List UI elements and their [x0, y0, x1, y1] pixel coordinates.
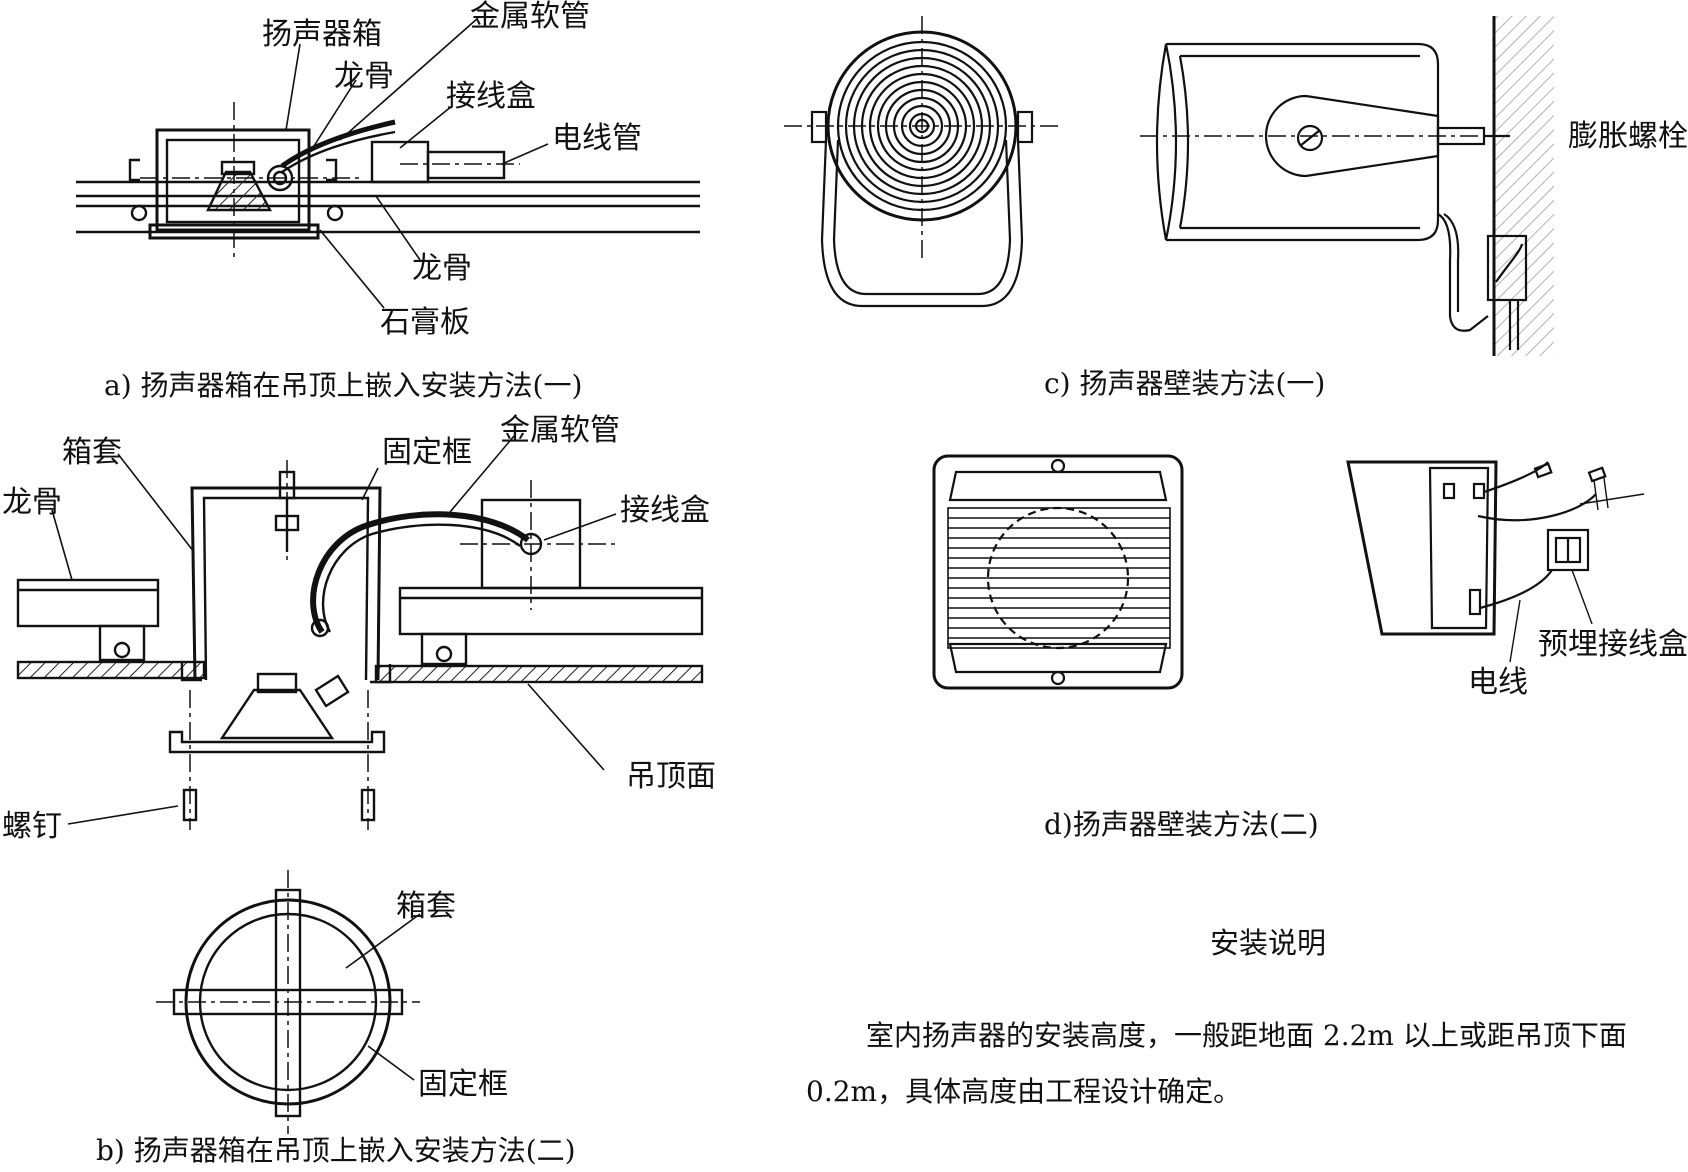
label-junction-box-b: 接线盒 [620, 493, 710, 528]
label-box-sleeve: 箱套 [62, 435, 122, 470]
label-speaker-box: 扬声器箱 [262, 17, 382, 52]
label-keel-top: 龙骨 [334, 59, 394, 94]
figure-b-plan-labels: 箱套 固定框 b) 扬声器箱在吊顶上嵌入安装方法(二) [96, 889, 576, 1167]
label-plan-box-sleeve: 箱套 [396, 889, 456, 924]
label-wire: 电线 [1468, 665, 1528, 700]
label-conduit: 电线管 [552, 121, 642, 156]
label-junction-box: 接线盒 [446, 79, 536, 114]
figure-b-plan [156, 870, 421, 1134]
notes-body: 室内扬声器的安装高度，一般距地面 2.2m 以上或距吊顶下面 0.2m，具体高度… [806, 1019, 1627, 1108]
label-screw: 螺钉 [2, 809, 62, 844]
caption-figure-d: d)扬声器壁装方法(二) [1044, 808, 1319, 841]
figure-a-labels: 扬声器箱 金属软管 龙骨 接线盒 电线管 龙骨 石膏板 a) 扬声器箱在吊顶上嵌… [104, 0, 642, 402]
label-keel-b: 龙骨 [2, 485, 62, 520]
grille [947, 507, 1171, 649]
figure-c-labels: 膨胀螺栓 c) 扬声器壁装方法(一) [1044, 119, 1688, 400]
figure-d-drawing [932, 454, 1645, 690]
label-plan-fixing-frame: 固定框 [418, 1067, 508, 1102]
label-gypsum-board: 石膏板 [380, 305, 470, 340]
figure-b-section-labels: 箱套 固定框 金属软管 龙骨 接线盒 吊顶面 螺钉 [2, 413, 716, 844]
figure-c-drawing [784, 16, 1554, 356]
notes-title: 安装说明 [1210, 926, 1327, 960]
label-fixing-frame: 固定框 [382, 435, 472, 470]
figure-b-section [16, 435, 704, 830]
caption-figure-b: b) 扬声器箱在吊顶上嵌入安装方法(二) [96, 1134, 576, 1167]
label-keel-bottom: 龙骨 [412, 251, 472, 286]
label-ceiling-surface: 吊顶面 [626, 759, 716, 794]
caption-figure-c: c) 扬声器壁装方法(一) [1044, 367, 1325, 400]
figure-d-labels: 预埋接线盒 电线 d)扬声器壁装方法(二) [1044, 627, 1688, 841]
label-metal-hose-b: 金属软管 [500, 413, 620, 448]
figure-a-drawing [76, 17, 700, 309]
label-expansion-bolt: 膨胀螺栓 [1568, 119, 1688, 154]
caption-figure-a: a) 扬声器箱在吊顶上嵌入安装方法(一) [104, 369, 582, 402]
label-metal-hose: 金属软管 [470, 0, 590, 34]
label-embedded-junction-box: 预埋接线盒 [1538, 627, 1688, 662]
